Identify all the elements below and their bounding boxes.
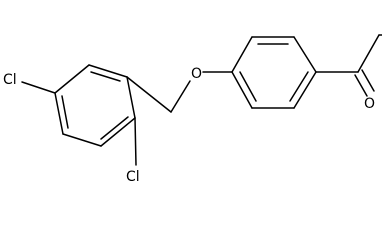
bond [231,36,253,73]
double-bond-inner [61,95,69,129]
bond-ch2 [126,76,172,113]
chemical-structure-diagram: Cl Cl O O [3,34,382,185]
dichlorophenyl-ring [54,64,136,147]
bond [88,64,128,78]
atom-label-chlorine-para: Cl [3,72,17,88]
atom-label-ketone-oxygen: O [364,96,375,112]
carbonyl-double-bond [361,69,375,92]
double-bond-inner [239,71,257,102]
bond [54,92,64,135]
bond-to-ether-oxygen [170,80,191,113]
double-bond-inner [100,116,129,140]
bond-ethyl [357,34,380,73]
double-bond-inner [90,71,121,82]
phenyl-ring [231,36,317,109]
bond [126,76,136,119]
bond [293,71,317,109]
bond [100,117,136,147]
atom-label-chlorine-ortho: Cl [126,169,140,185]
atom-label-ether-oxygen: O [191,66,202,82]
bond-to-chlorine-ortho [134,117,137,166]
bond [54,64,90,94]
bond [231,71,253,109]
bond-to-chlorine-para [21,81,56,94]
double-bond-inner [289,71,309,102]
bond [62,133,102,147]
bond [293,36,317,73]
carbonyl-double-bond [354,74,368,97]
